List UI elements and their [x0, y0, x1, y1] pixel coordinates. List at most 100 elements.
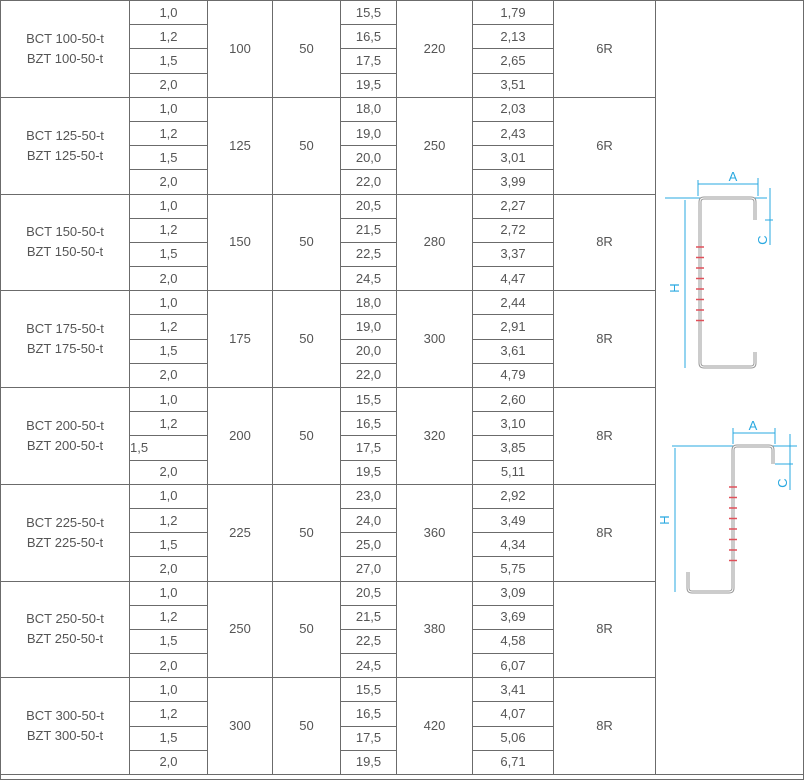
weight-cell: 18,0: [340, 96, 397, 122]
thickness-cell: 1,5: [129, 48, 208, 74]
profile-name: BCT 225-50-t: [26, 514, 104, 530]
bolt-pattern-cell: 8R: [553, 290, 656, 388]
weight-cell: 15,5: [340, 386, 397, 413]
weight-cell: 15,5: [340, 677, 397, 703]
weight-cell: 20,5: [340, 580, 397, 606]
weight-cell: 22,5: [340, 628, 397, 655]
thickness-cell: 1,5: [129, 241, 208, 268]
thickness-cell: 1,5: [129, 725, 208, 751]
height-cell: 225: [207, 483, 273, 582]
thickness-cell: 1,0: [129, 483, 208, 509]
weight-cell: 24,5: [340, 653, 397, 679]
thickness-cell: 2,0: [129, 266, 208, 292]
weight-cell: 19,0: [340, 314, 397, 340]
weight-cell: 18,0: [340, 290, 397, 316]
thickness-cell: 1,0: [129, 0, 208, 26]
thickness-cell: 2,0: [129, 362, 208, 389]
area-cell: 4,07: [472, 701, 554, 727]
thickness-cell: 1,5: [129, 532, 208, 558]
weight-cell: 19,5: [340, 749, 397, 776]
profile-name: BZT 100-50-t: [26, 50, 104, 66]
thickness-cell: 1,0: [129, 193, 208, 219]
bolt-pattern-cell: 6R: [553, 0, 656, 98]
height-cell: 125: [207, 96, 273, 195]
thickness-cell: 1,2: [129, 604, 208, 630]
bolt-pattern-cell: 8R: [553, 387, 656, 485]
area-cell: 3,01: [472, 145, 554, 171]
c-value-cell: 280: [396, 193, 473, 292]
flange-cell: 50: [272, 96, 341, 195]
thickness-cell: 1,0: [129, 677, 208, 703]
height-cell: 200: [207, 387, 273, 485]
bolt-pattern-cell: 8R: [553, 193, 656, 292]
profile-name: BCT 125-50-t: [26, 127, 104, 143]
area-cell: 5,75: [472, 556, 554, 582]
profile-name: BCT 300-50-t: [26, 708, 104, 724]
weight-cell: 19,5: [340, 72, 397, 98]
area-cell: 3,69: [472, 604, 554, 630]
weight-cell: 21,5: [340, 217, 397, 243]
thickness-cell: 2,0: [129, 72, 208, 98]
area-cell: 3,99: [472, 169, 554, 195]
height-cell: 150: [207, 193, 273, 292]
profile-name: BZT 175-50-t: [26, 341, 104, 357]
profile-name: BCT 175-50-t: [26, 321, 104, 337]
thickness-cell: 1,5: [129, 338, 208, 364]
thickness-cell: 1,5: [129, 435, 208, 461]
weight-cell: 24,5: [340, 266, 397, 292]
area-cell: 2,03: [472, 96, 554, 122]
weight-cell: 16,5: [340, 411, 397, 437]
c-value-cell: 420: [396, 677, 473, 775]
thickness-cell: 2,0: [129, 749, 208, 776]
area-cell: 2,13: [472, 24, 554, 50]
flange-cell: 50: [272, 483, 341, 582]
thickness-cell: 1,5: [129, 145, 208, 171]
height-cell: 250: [207, 580, 273, 679]
flange-cell: 50: [272, 677, 341, 775]
area-cell: 3,51: [472, 72, 554, 98]
weight-cell: 22,0: [340, 169, 397, 195]
weight-cell: 15,5: [340, 0, 397, 26]
thickness-cell: 2,0: [129, 459, 208, 485]
profile-name: BZT 300-50-t: [26, 728, 104, 744]
area-cell: 4,34: [472, 532, 554, 558]
c-value-cell: 220: [396, 0, 473, 98]
profile-name: BCT 150-50-t: [26, 224, 104, 240]
area-cell: 2,27: [472, 193, 554, 219]
c-value-cell: 380: [396, 580, 473, 679]
thickness-cell: 1,2: [129, 120, 208, 147]
bolt-pattern-cell: 8R: [553, 580, 656, 679]
area-cell: 2,91: [472, 314, 554, 340]
area-cell: 2,72: [472, 217, 554, 243]
area-cell: 2,44: [472, 290, 554, 316]
weight-cell: 20,5: [340, 193, 397, 219]
profile-name: BCT 250-50-t: [26, 611, 104, 627]
c-value-cell: 320: [396, 387, 473, 485]
thickness-cell: 2,0: [129, 653, 208, 679]
diagram-cell: [655, 0, 804, 775]
area-cell: 4,47: [472, 266, 554, 292]
weight-cell: 19,0: [340, 120, 397, 147]
flange-cell: 50: [272, 193, 341, 292]
weight-cell: 22,0: [340, 362, 397, 389]
bolt-pattern-cell: 8R: [553, 677, 656, 775]
